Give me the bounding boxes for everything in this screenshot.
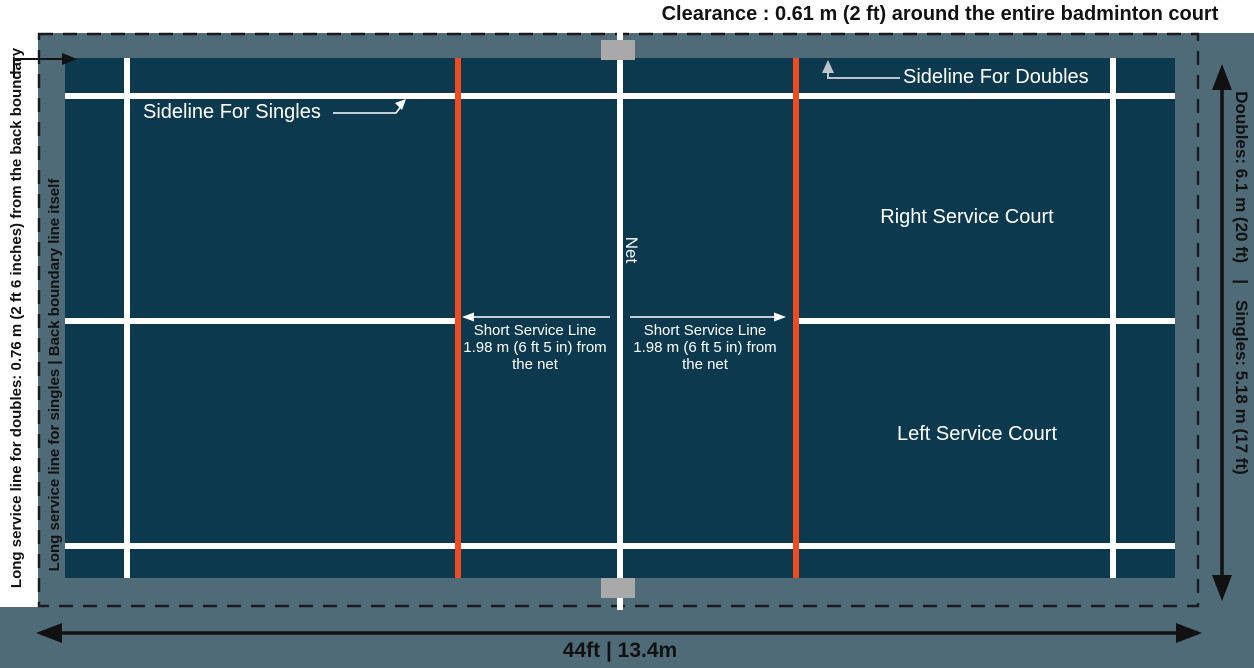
short-service-line-label-right: Short Service Line 1.98 m (6 ft 5 in) fr… (625, 322, 785, 373)
short-service-line-label-left: Short Service Line 1.98 m (6 ft 5 in) fr… (455, 322, 615, 373)
center-line-right-segment (799, 318, 1175, 324)
short-service-text-line3: the net (512, 356, 558, 373)
short-service-arrows (462, 312, 786, 322)
singles-width-label: Singles: 5.18 m (17 ft) (1232, 299, 1251, 475)
short-service-text-line2: 1.98 m (6 ft 5 in) from (633, 339, 777, 356)
long-service-line-doubles-label: Long service line for doubles: 0.76 m (2… (8, 47, 25, 589)
court-width-labels: Doubles: 6.1 m (20 ft) | Singles: 5.18 m… (1230, 91, 1252, 475)
long-service-line-pointer-arrow (13, 53, 77, 78)
short-service-text-line3: the net (682, 356, 728, 373)
net-post-top (601, 40, 635, 60)
short-service-text-line1: Short Service Line (643, 322, 767, 339)
sideline-singles-pointer-arrow (333, 99, 406, 114)
bottom-margin-area (0, 607, 1254, 668)
net-post-bottom (601, 578, 635, 598)
center-line-left-segment (65, 318, 455, 324)
sideline-doubles-pointer-arrow (822, 60, 900, 79)
left-service-court-label: Left Service Court (896, 423, 1058, 445)
court-width-arrow (1212, 64, 1232, 601)
long-service-line-singles-label: Long service line for singles | Back bou… (46, 178, 63, 572)
right-service-court-label: Right Service Court (880, 206, 1054, 228)
short-service-text-line1: Short Service Line (473, 322, 597, 339)
short-service-text-line2: 1.98 m (6 ft 5 in) from (463, 339, 607, 356)
net-label: Net (622, 236, 641, 264)
doubles-width-label: Doubles: 6.1 m (20 ft) (1232, 91, 1251, 264)
short-service-line-left (455, 58, 461, 578)
sideline-doubles-label: Sideline For Doubles (903, 66, 1089, 88)
short-service-line-right (793, 58, 799, 578)
net-line (617, 28, 623, 610)
sideline-singles-label: Sideline For Singles (143, 101, 321, 123)
court-length-arrow (36, 623, 1202, 643)
court-length-label: 44ft | 13.4m (562, 639, 678, 662)
width-label-separator: | (1232, 279, 1251, 284)
diagram-title: Clearance : 0.61 m (2 ft) around the ent… (661, 3, 1219, 25)
